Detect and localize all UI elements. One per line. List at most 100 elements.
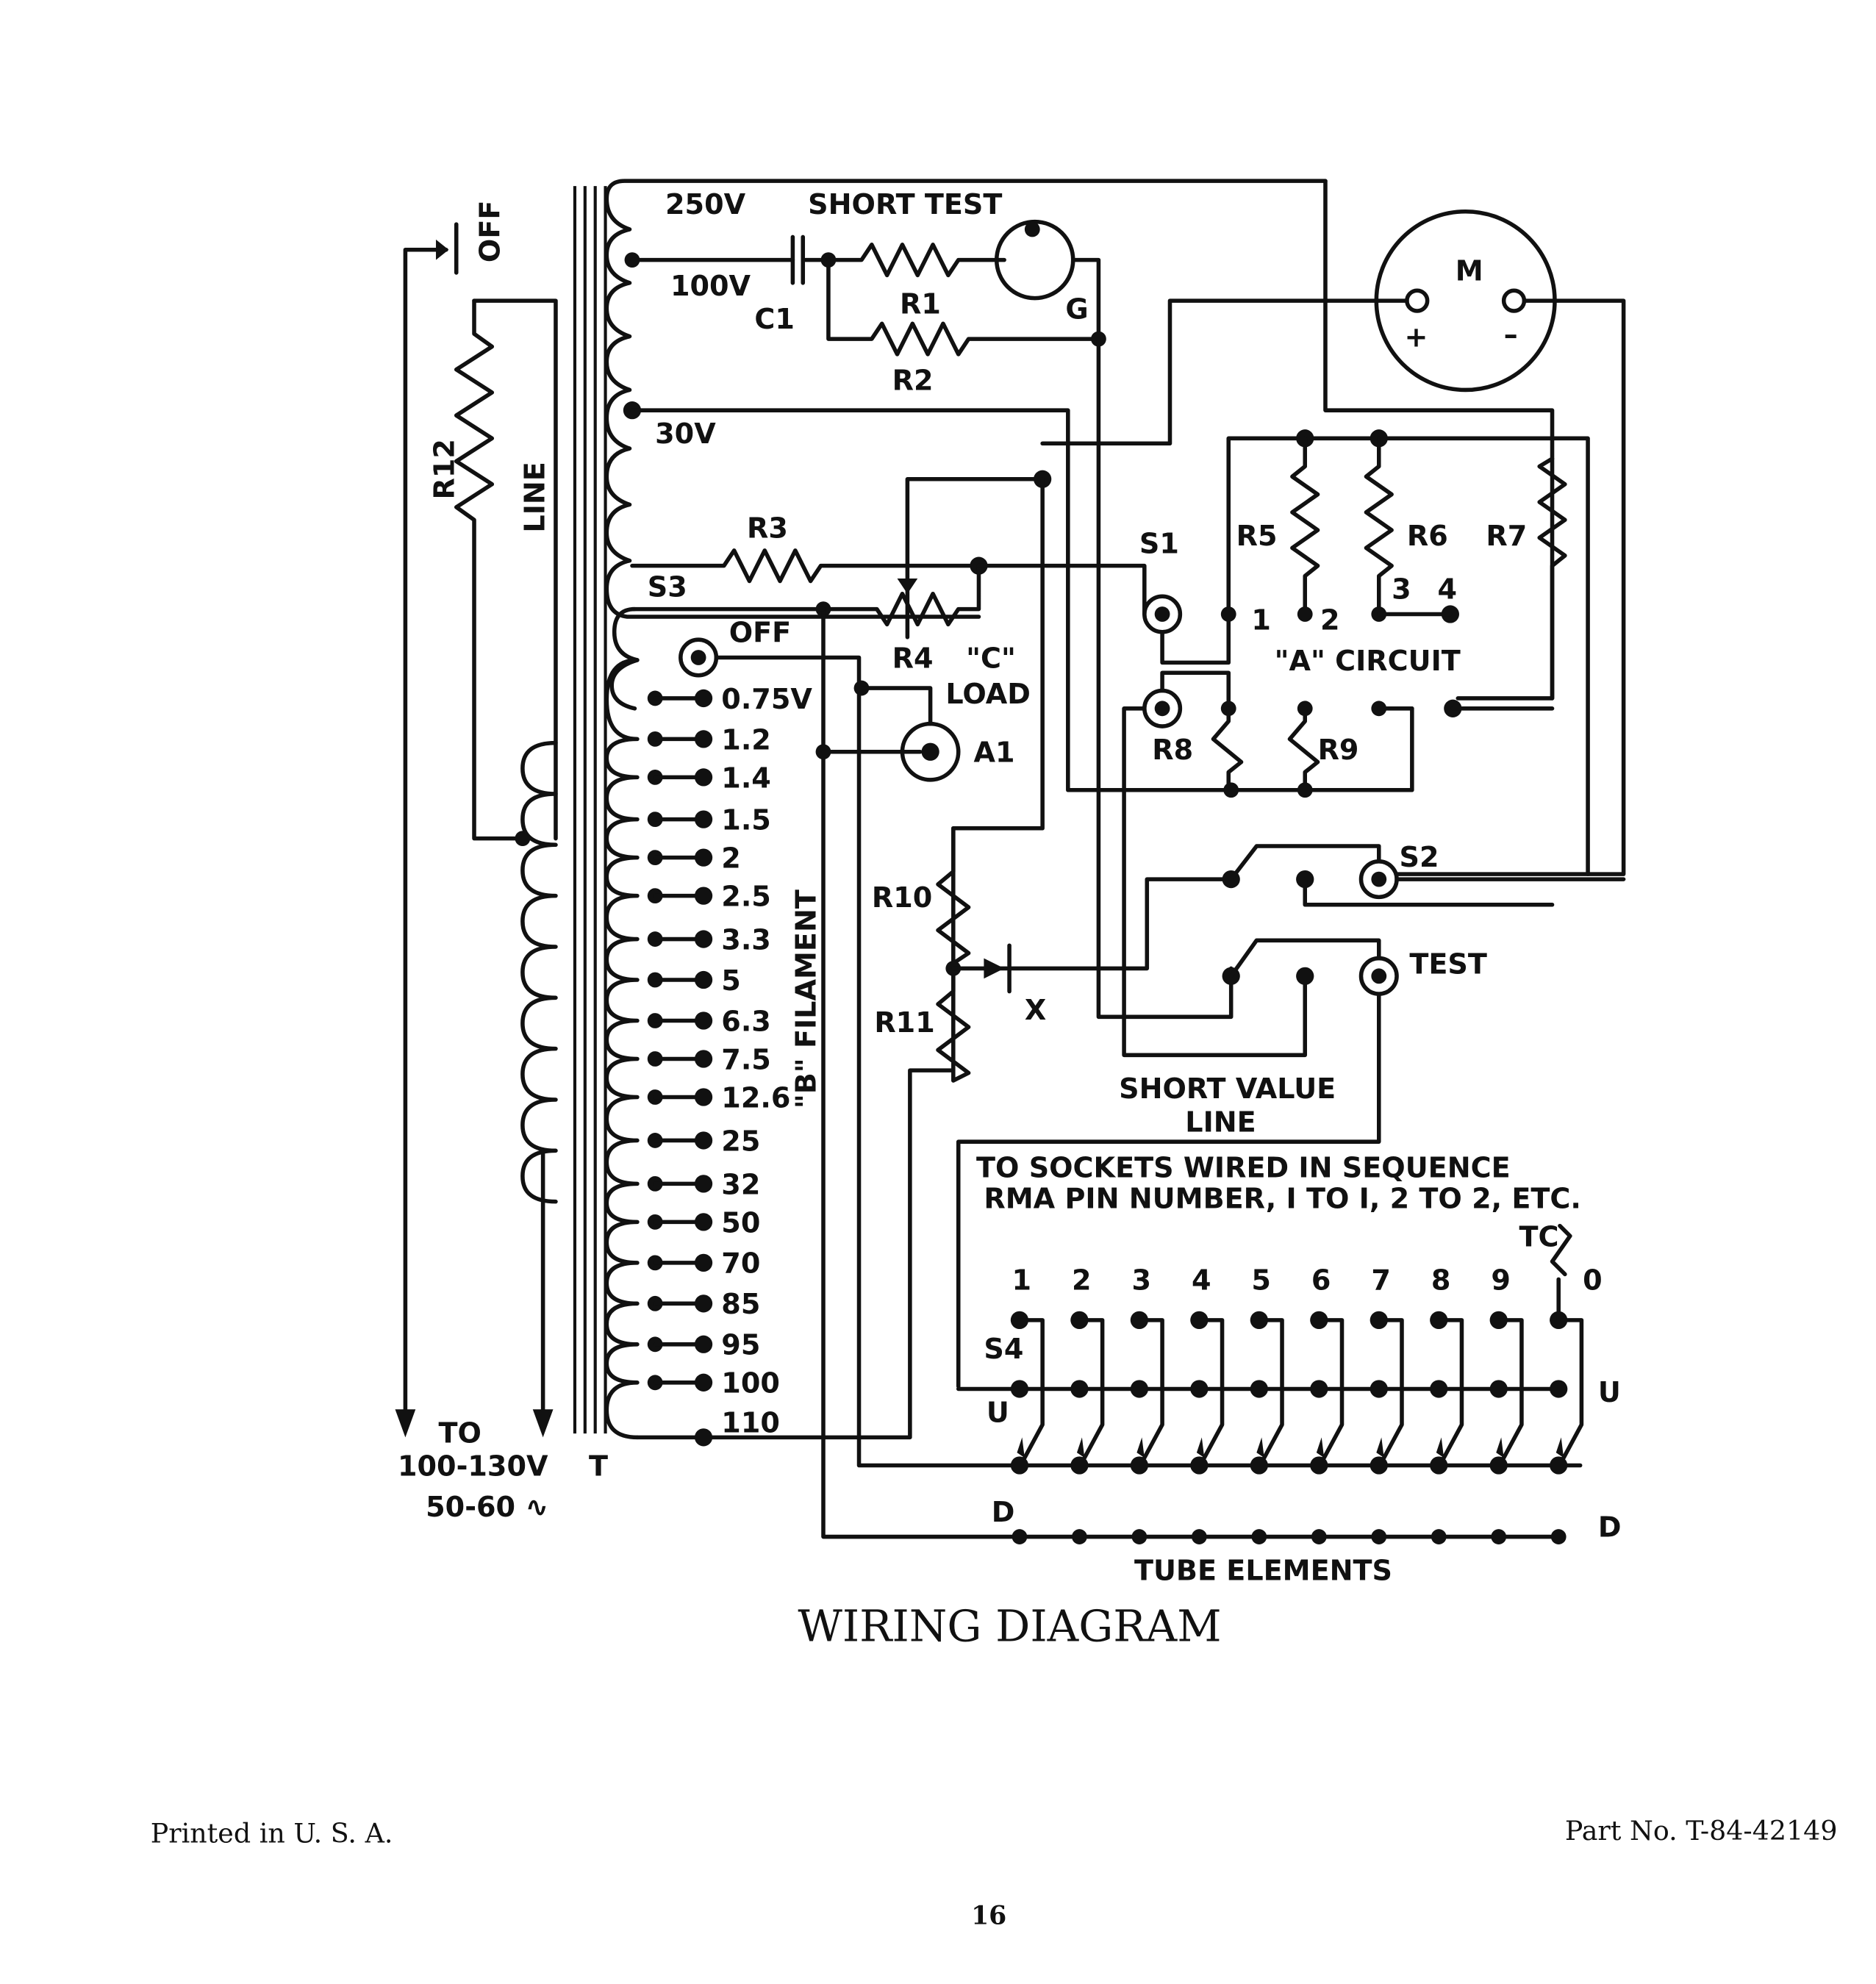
socket-pin[interactable]: 6 (1310, 1264, 1345, 1544)
u-label-left: U (987, 1397, 1009, 1429)
filament-tap-label: 32 (721, 1168, 760, 1200)
short-value-line-label: LINE (1185, 1106, 1256, 1138)
socket-pin[interactable]: 3 (1130, 1264, 1164, 1544)
filament-tap-label: 1.2 (721, 723, 771, 756)
tube-elements-label: TUBE ELEMENTS (1134, 1554, 1392, 1586)
pin-number-label: 1 (1012, 1264, 1032, 1296)
socket-pin[interactable]: 0 (1550, 1264, 1603, 1544)
resistor-r12: R12 LINE (428, 298, 558, 841)
short-value-label: SHORT VALUE (1119, 1072, 1336, 1105)
filament-tap[interactable]: 1.5 (647, 803, 771, 836)
a-circuit-label: "A" CIRCUIT (1275, 645, 1461, 677)
filament-tap-label: 2 (721, 842, 741, 874)
input-to-label: TO (438, 1417, 481, 1449)
filament-tap-label: 7.5 (721, 1043, 771, 1075)
a1-label: A1 (974, 737, 1015, 769)
pin-number-label: 8 (1431, 1264, 1451, 1296)
socket-note-1: TO SOCKETS WIRED IN SEQUENCE (976, 1152, 1511, 1184)
socket-pin[interactable]: 7 (1370, 1264, 1404, 1544)
input-freq-label: 50-60 ∿ (426, 1491, 548, 1523)
r12-label: R12 (428, 439, 460, 499)
filament-tap[interactable]: 1.4 (647, 762, 771, 794)
resistor-r6 (1364, 436, 1394, 614)
pos-3-label: 3 (1392, 573, 1411, 606)
test-label: TEST (1409, 948, 1487, 980)
socket-pin[interactable]: 1 (1010, 1264, 1045, 1544)
filament-tap[interactable]: 100 (647, 1367, 780, 1400)
socket-selector-s4: TO SOCKETS WIRED IN SEQUENCE RMA PIN NUM… (956, 1152, 1622, 1586)
socket-pin[interactable]: 4 (1190, 1264, 1225, 1544)
filament-tap[interactable]: 70 (647, 1247, 761, 1280)
filament-tap[interactable]: 32 (647, 1168, 761, 1200)
r10-r11-divider: R10 R11 X (872, 826, 1234, 1083)
footer-part-number: Part No. T-84-42149 (1565, 1815, 1838, 1847)
switch-arrow-icon (1076, 1437, 1085, 1458)
socket-pin[interactable]: 5 (1250, 1264, 1284, 1544)
filament-tap[interactable]: 1.2 (647, 723, 771, 756)
pin-number-label: 0 (1583, 1264, 1603, 1296)
socket-pin[interactable]: 8 (1430, 1264, 1464, 1544)
socket-pin[interactable]: 9 (1489, 1264, 1524, 1544)
primary-winding (515, 740, 558, 1438)
filament-coil (604, 658, 640, 1440)
filament-tap[interactable]: 110 (635, 1406, 780, 1447)
resistor-r9 (1287, 706, 1320, 792)
s2-label: S2 (1400, 841, 1439, 873)
filament-tap[interactable]: 12.6 (647, 1081, 791, 1114)
filament-tap[interactable]: 6.3 (647, 1005, 771, 1037)
r9-label: R9 (1318, 734, 1359, 766)
tc-label: TC (1519, 1220, 1558, 1253)
footer-printed: Printed in U. S. A. (151, 1818, 393, 1849)
line-label: LINE (518, 462, 551, 532)
filament-tap-label: 85 (721, 1288, 760, 1320)
probe-arrow-icon (984, 958, 1005, 979)
switch-arrow-icon (1136, 1437, 1145, 1458)
load-label: LOAD (945, 678, 1030, 710)
d-label-right: D (1598, 1511, 1622, 1544)
filament-tap[interactable]: 85 (647, 1288, 761, 1320)
switch-arrow-icon (1376, 1437, 1384, 1458)
filament-tap[interactable]: 95 (647, 1329, 761, 1361)
filament-tap-label: 50 (721, 1206, 760, 1239)
switch-arrow-icon (1256, 1437, 1264, 1458)
pin-number-label: 5 (1251, 1264, 1271, 1296)
filament-tap[interactable]: 25 (647, 1125, 761, 1157)
filament-tap[interactable]: 50 (647, 1206, 761, 1239)
filament-tap-label: 12.6 (721, 1081, 790, 1114)
filament-tap[interactable]: 7.5 (647, 1043, 771, 1075)
socket-pin[interactable]: 2 (1070, 1264, 1105, 1544)
c-label: "C" (966, 642, 1016, 674)
input-arrow-icon (532, 1409, 554, 1438)
off-filament-label: OFF (729, 617, 791, 649)
filament-tap-label: 1.4 (721, 762, 771, 794)
filament-tap-label: 2.5 (721, 880, 771, 912)
tap-100v-label: 100V (670, 270, 751, 302)
filament-tap-label: 100 (721, 1367, 780, 1400)
filament-tap[interactable]: 2.5 (647, 880, 771, 912)
pos-4-label: 4 (1438, 573, 1458, 606)
secondary-winding-upper: 250V 100V 30V S3 (604, 179, 1555, 701)
resistor-r3 (630, 548, 981, 584)
filament-tap[interactable]: 2 (647, 842, 741, 874)
r8-label: R8 (1152, 734, 1193, 766)
r2-label: R2 (892, 364, 934, 396)
resistor-r8 (1211, 706, 1244, 792)
filament-tap-label: 3.3 (721, 923, 771, 956)
socket-note-2: RMA PIN NUMBER, I TO I, 2 TO 2, ETC. (984, 1182, 1580, 1214)
pin-number-label: 4 (1192, 1264, 1211, 1296)
r10-label: R10 (872, 881, 932, 914)
pos-2-label: 2 (1320, 604, 1340, 636)
g-label: G (1065, 293, 1088, 325)
filament-tap[interactable]: 0.75V (647, 683, 813, 715)
filament-tap-label: 25 (721, 1125, 760, 1157)
filament-winding: "B" FILAMENT 0.75V 1.2 1.4 1.5 2 2.5 3.3 5 6.3 7.… (604, 606, 826, 1447)
filament-tap-label: 1.5 (721, 803, 771, 836)
filament-tap[interactable]: 3.3 (647, 923, 771, 956)
pos-1-label: 1 (1251, 604, 1271, 636)
d-label-left: D (992, 1496, 1015, 1528)
top-cap-icon (1550, 1223, 1572, 1322)
resistor-r2 (826, 257, 1101, 357)
filament-tap[interactable]: 5 (647, 964, 741, 997)
switch-arrow-icon (1316, 1437, 1325, 1458)
filament-label: "B" FILAMENT (790, 889, 823, 1109)
